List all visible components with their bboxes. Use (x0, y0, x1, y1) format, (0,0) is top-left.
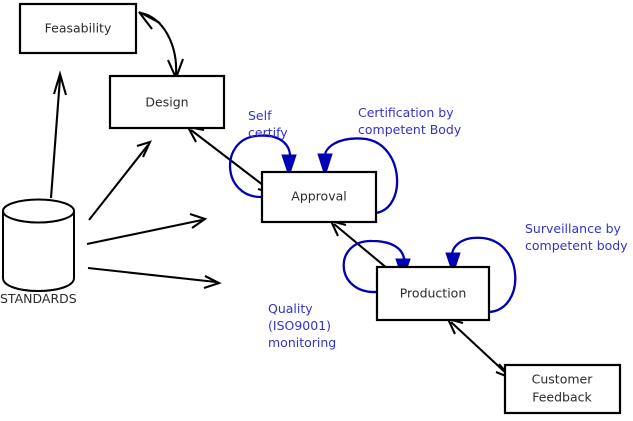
edge-standards-to-feasability (49, 70, 68, 199)
edge-standards-to-approval (86, 213, 208, 246)
production-label: Production (400, 286, 467, 301)
customer-feedback-label-line1: Customer (532, 372, 594, 387)
customer-feedback-box[interactable] (503, 363, 622, 415)
self-certify-line1: Self (248, 108, 272, 123)
edge-design-to-feasability (138, 11, 184, 81)
loop-surveillance (445, 236, 517, 314)
loop-certification (317, 137, 399, 215)
feasability-label: Feasability (45, 21, 112, 36)
self-certify-line2: certify (248, 125, 288, 140)
quality-line1: Quality (268, 301, 313, 316)
approval-label: Approval (291, 189, 346, 204)
production-box[interactable] (375, 265, 491, 322)
node-feasability[interactable]: Feasability (18, 2, 138, 55)
annotation-certification-by-competent-body: Certification by competent Body (358, 105, 462, 137)
certification-line2: competent Body (358, 122, 462, 137)
surveillance-line1: Surveillance by (525, 221, 622, 236)
approval-box[interactable] (260, 170, 378, 224)
node-design[interactable]: Design (108, 74, 226, 130)
node-production[interactable]: Production (375, 265, 491, 322)
surveillance-line2: competent body (525, 238, 628, 253)
node-customer-feedback[interactable]: Customer Feedback (503, 363, 622, 415)
feasability-box[interactable] (18, 2, 138, 55)
loop-self-certify (228, 134, 297, 199)
edge-production-to-customer-feedback (446, 317, 512, 379)
node-approval[interactable]: Approval (260, 170, 378, 224)
certification-line1: Certification by (358, 105, 454, 120)
edge-standards-to-design (88, 140, 152, 221)
quality-line2: (ISO9001) (268, 318, 331, 333)
standards-label: STANDARDS (0, 291, 77, 306)
design-box[interactable] (108, 74, 226, 130)
design-label: Design (145, 95, 188, 110)
customer-feedback-label-line2: Feedback (532, 390, 592, 405)
annotation-surveillance-by-competent-body: Surveillance by competent body (525, 221, 628, 253)
quality-line3: monitoring (268, 335, 336, 350)
node-standards[interactable]: STANDARDS (0, 198, 77, 307)
edge-standards-to-production (87, 266, 222, 289)
annotation-self-certify: Self certify (248, 108, 288, 140)
annotation-quality-monitoring: Quality (ISO9001) monitoring (268, 301, 336, 350)
cylinder-top-ellipse (2, 198, 75, 224)
